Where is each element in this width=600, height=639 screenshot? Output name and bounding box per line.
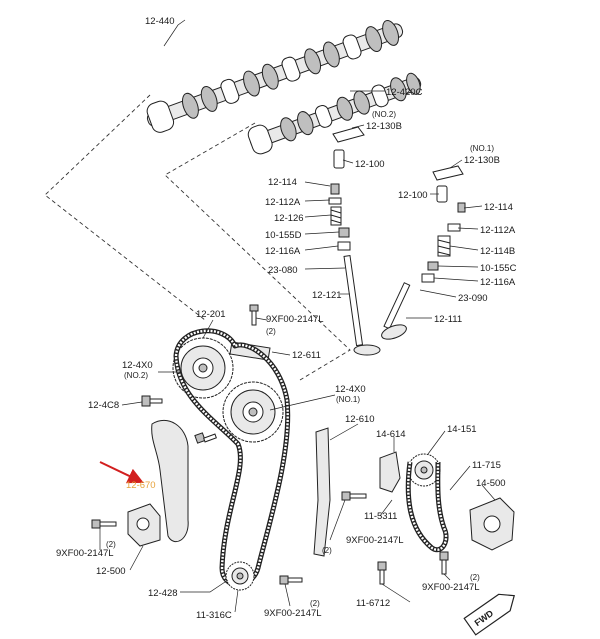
bolt-6712 (377, 561, 387, 585)
label-no2-rocker: (NO.2) (372, 110, 396, 119)
label-bolt-bottom: 9XF00-2147L (264, 608, 322, 619)
intake-valve-stack (328, 183, 381, 356)
dashed-assembly-lines (44, 94, 351, 381)
label-bolt-top-qty: (2) (266, 327, 276, 336)
label-12-126: 12-126 (274, 213, 304, 224)
label-12-116a-a: 12-116A (265, 246, 301, 257)
label-12-114b: 12-114B (480, 246, 515, 257)
label-bolt-right-qty: (2) (470, 573, 480, 582)
label-11-715: 11-715 (472, 460, 501, 471)
label-12-4x0-no1: 12-4X0 (335, 384, 366, 395)
tensioner (127, 503, 161, 547)
label-12-130b-a: 12-130B (366, 121, 402, 132)
rocker-arm-no1 (432, 165, 464, 203)
label-12-121: 12-121 (312, 290, 342, 301)
label-12-428: 12-428 (148, 588, 178, 599)
label-11-5311: 11-5311 (364, 511, 397, 522)
exhaust-valve-stack (381, 202, 466, 340)
exhaust-camshaft (146, 19, 404, 133)
label-12-130b-b: 12-130B (464, 155, 500, 166)
label-14-614: 14-614 (376, 429, 406, 440)
label-12-201: 12-201 (196, 309, 226, 320)
label-bolt-left: 9XF00-2147L (56, 548, 114, 559)
label-bolt-bottom-qty: (2) (310, 599, 320, 608)
bolt-mid (341, 491, 367, 501)
label-12-111: 12-111 (434, 314, 462, 325)
oil-pump-chain-guide (379, 451, 401, 493)
label-12-114-a: 12-114 (268, 177, 297, 188)
label-12-4x0-no1-sub: (NO.1) (336, 395, 360, 404)
label-23-080: 23-080 (268, 265, 298, 276)
label-12-420c: 12-420C (386, 87, 423, 98)
label-bolt-top: 9XF00-2147L (266, 314, 324, 325)
crank-sprocket (225, 561, 255, 591)
label-12-670: 12-670 (126, 480, 156, 491)
label-bolt-mid-qty: (2) (322, 546, 332, 555)
label-12-100-b: 12-100 (398, 190, 428, 201)
label-11-6712: 11-6712 (356, 598, 390, 609)
label-bolt-mid: 9XF00-2147L (346, 535, 404, 546)
timing-chain (173, 328, 291, 587)
label-12-4c8: 12-4C8 (88, 400, 119, 411)
rocker-arm-no2 (332, 126, 365, 169)
bolt-arm (194, 432, 217, 444)
label-12-611: 12-611 (292, 350, 321, 361)
red-pointer-arrow (99, 461, 144, 484)
bolt-right (439, 551, 449, 575)
fwd-indicator: FWD (463, 593, 515, 636)
label-12-4x0-no2-sub: (NO.2) (124, 371, 148, 380)
oil-pump-sprocket (407, 453, 441, 487)
label-12-500: 12-500 (96, 566, 126, 577)
label-12-114-b: 12-114 (484, 202, 513, 213)
leader-lines (99, 19, 496, 613)
label-bolt-left-qty: (2) (106, 540, 116, 549)
label-12-610: 12-610 (345, 414, 375, 425)
label-12-4x0-no2: 12-4X0 (122, 360, 153, 371)
label-11-316c: 11-316C (196, 610, 232, 621)
tensioner-arm (151, 419, 189, 542)
bolt-upper (249, 304, 259, 326)
label-12-112a-b: 12-112A (480, 225, 516, 236)
bolt-left (91, 519, 117, 529)
oil-pump-chain (405, 461, 449, 553)
oil-pump (469, 497, 515, 551)
intake-camshaft (247, 72, 422, 155)
bolt-4c8 (141, 395, 163, 407)
vvt-sprocket-no2 (172, 337, 234, 399)
label-12-116a-b: 12-116A (480, 277, 516, 288)
bolt-bottom (279, 575, 303, 585)
label-23-090: 23-090 (458, 293, 488, 304)
label-12-112a-a: 12-112A (265, 197, 301, 208)
part-labels: 12-440 12-420C (NO.2) 12-130B 12-100 (NO… (56, 16, 517, 621)
label-10-155d: 10-155D (265, 230, 302, 241)
label-bolt-right: 9XF00-2147L (422, 582, 480, 593)
vvt-sprocket-no1 (222, 381, 284, 443)
right-chain-guide (313, 427, 331, 557)
label-12-100-a: 12-100 (355, 159, 385, 170)
label-14-151: 14-151 (447, 424, 477, 435)
label-12-440: 12-440 (145, 16, 175, 27)
label-no1-rocker: (NO.1) (470, 144, 494, 153)
label-14-500: 14-500 (476, 478, 506, 489)
label-10-155c: 10-155C (480, 263, 517, 274)
